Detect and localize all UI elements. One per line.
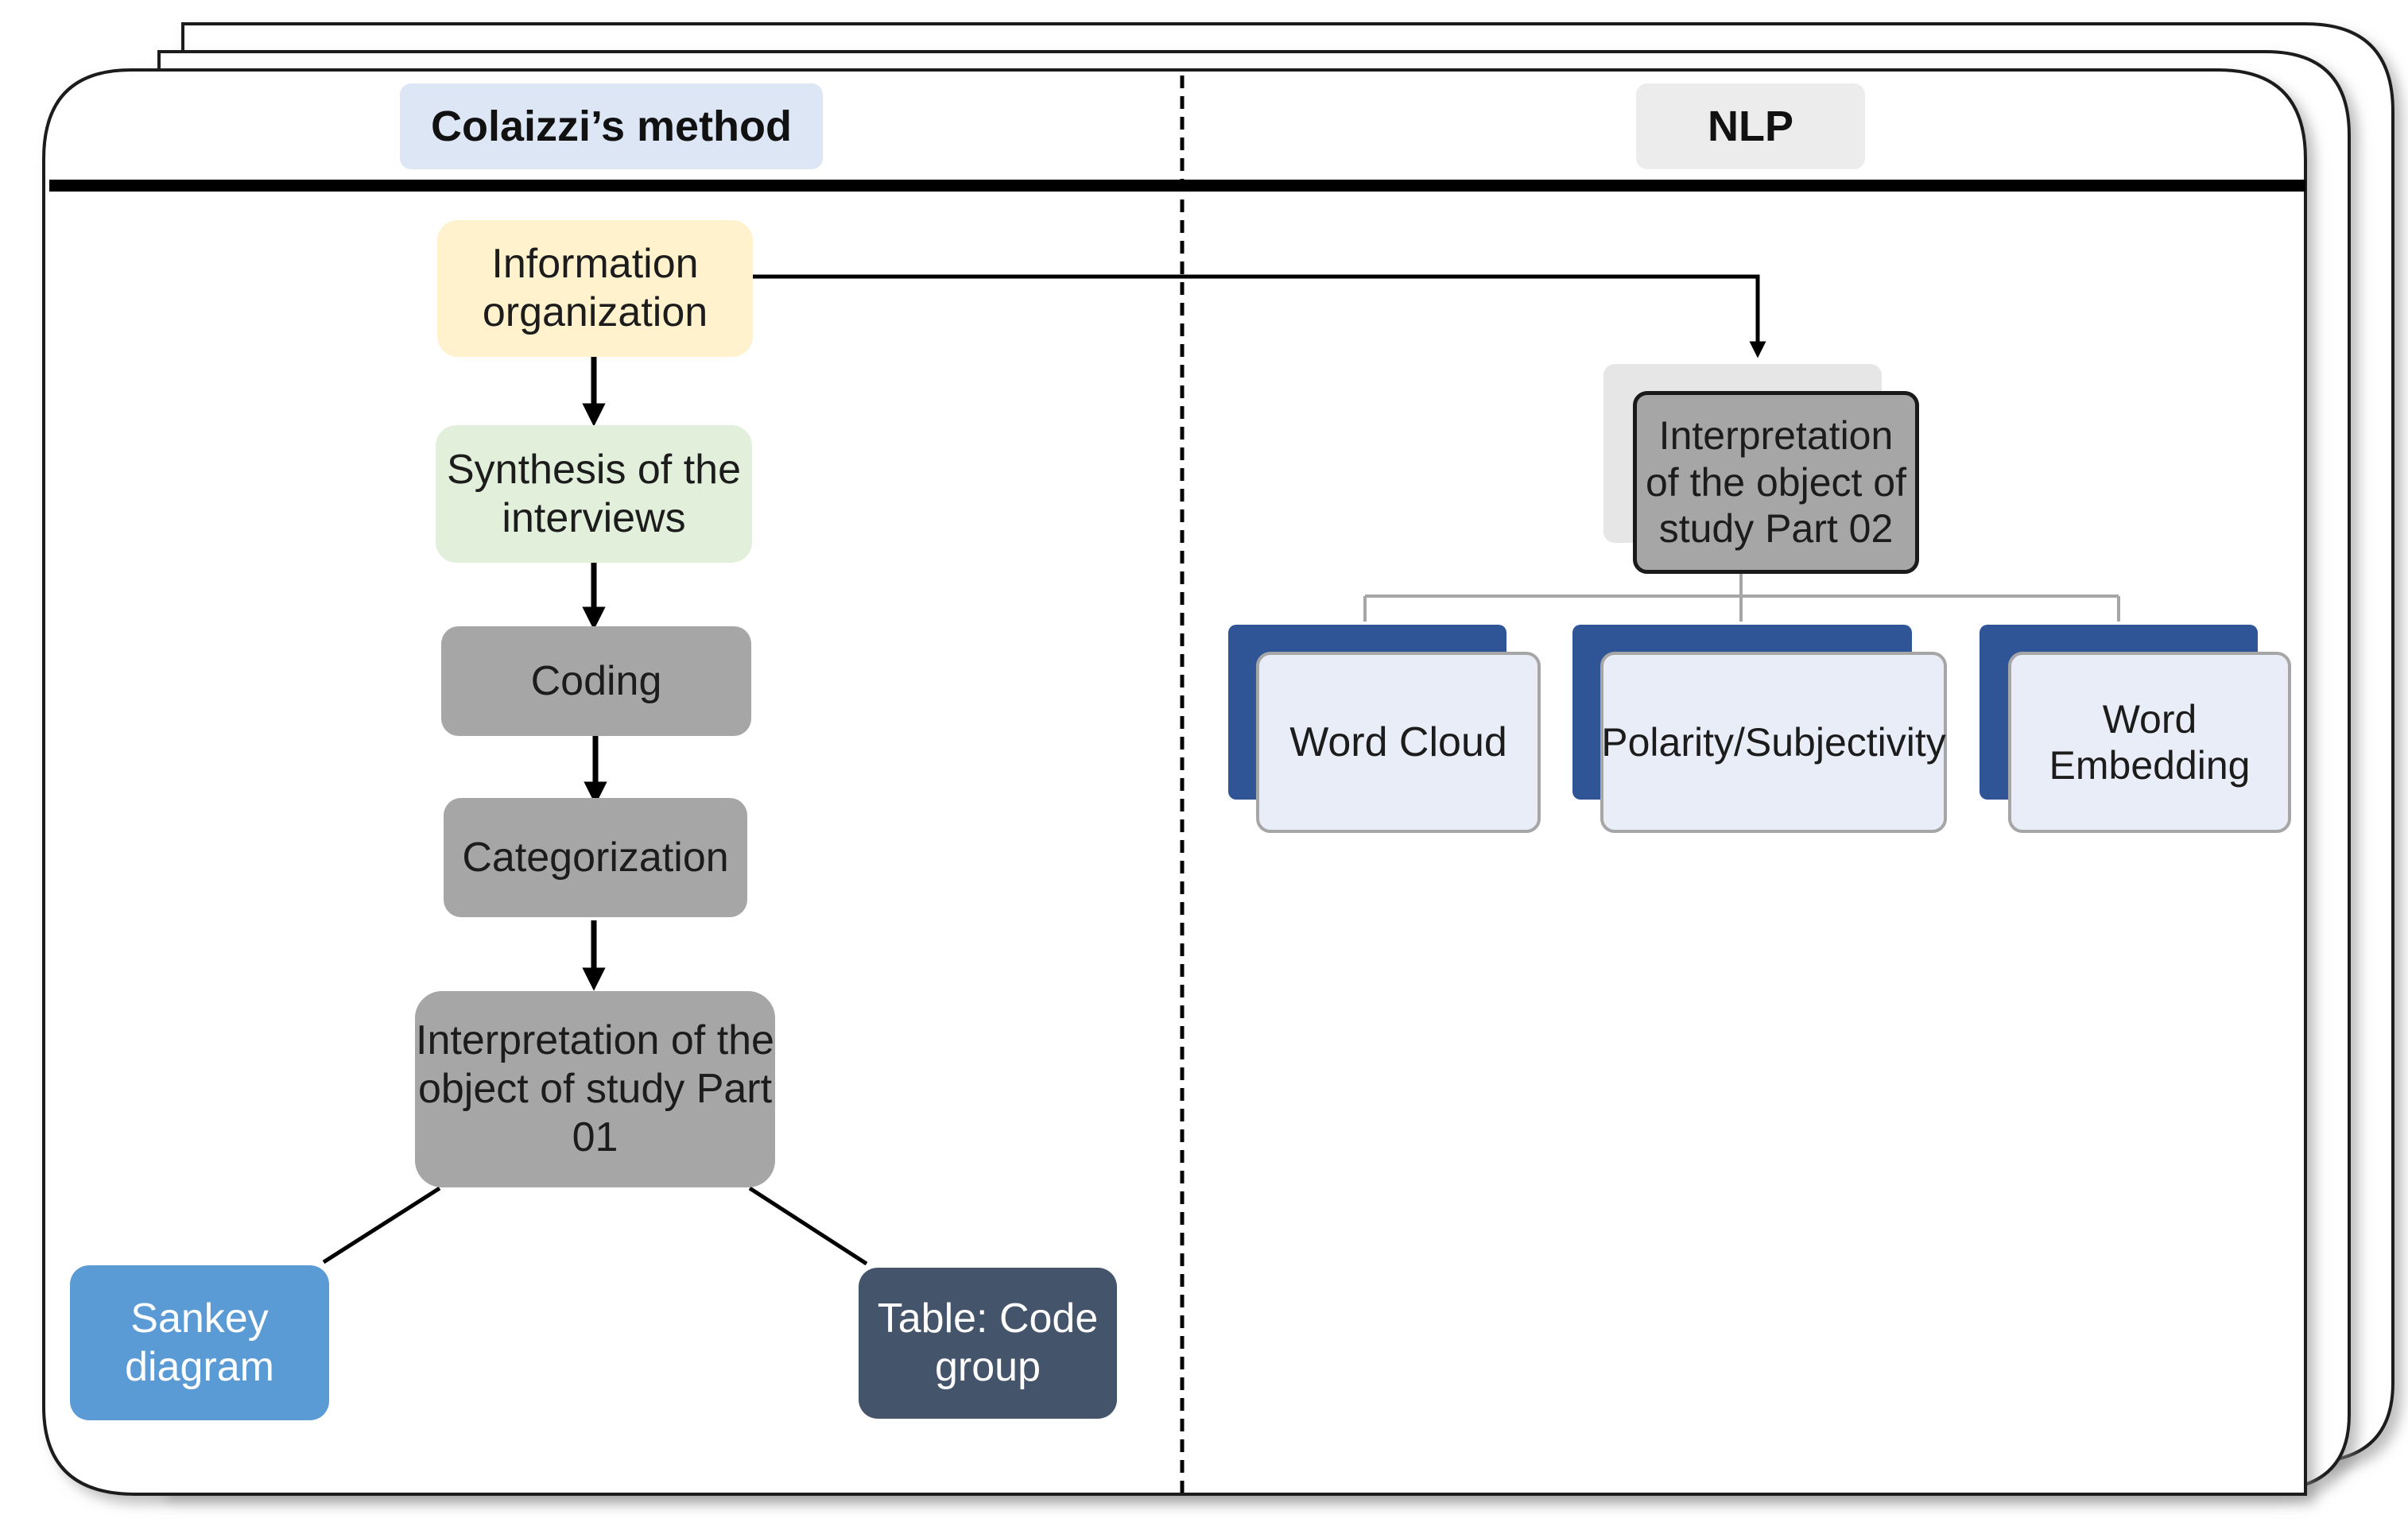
word-embedding-line-1: Word: [2102, 696, 2197, 742]
table-line-2: group: [935, 1344, 1041, 1390]
front-page: [42, 68, 2307, 1496]
header-nlp-label: NLP: [1708, 103, 1793, 150]
box-word-cloud: Word Cloud: [1256, 652, 1541, 833]
box-polarity-subjectivity: Polarity/Subjectivity: [1600, 652, 1947, 833]
info-org-line-2: organization: [482, 289, 708, 335]
interp02-line-2: of the object of: [1645, 459, 1906, 505]
synthesis-line-2: interviews: [502, 494, 686, 541]
box-interpretation-part-01: Interpretation of the object of study Pa…: [415, 991, 775, 1187]
line-to-table: [748, 1186, 868, 1266]
word-cloud-label: Word Cloud: [1289, 718, 1507, 765]
sankey-line-1: Sankey: [130, 1295, 269, 1342]
box-table-code-group: Table: Code group: [859, 1268, 1117, 1419]
header-nlp: NLP: [1636, 83, 1865, 169]
header-rule: [49, 180, 2305, 192]
table-line-1: Table: Code: [877, 1296, 1099, 1342]
interp01-line-2: object of study Part: [417, 1066, 773, 1113]
coding-label: Coding: [530, 657, 662, 704]
arrow-info-to-nlp: [751, 274, 1766, 358]
header-colaizzi-label: Colaizzi’s method: [430, 103, 793, 150]
categorization-label: Categorization: [462, 834, 729, 881]
interp02-line-3: study Part 02: [1658, 506, 1894, 552]
box-word-embedding: Word Embedding: [2008, 652, 2291, 833]
box-sankey-diagram: Sankey diagram: [70, 1265, 329, 1420]
box-synthesis: Synthesis of the interviews: [436, 425, 752, 563]
polarity-label: Polarity/Subjectivity: [1601, 719, 1946, 765]
box-coding: Coding: [441, 626, 751, 736]
sankey-line-2: diagram: [125, 1343, 274, 1390]
box-information-organization: Information organization: [437, 220, 753, 357]
interp01-line-1: Interpretation of the: [416, 1017, 774, 1064]
interp01-line-3: 01: [572, 1114, 618, 1160]
info-org-line-1: Information: [491, 241, 699, 288]
box-interpretation-part-02: Interpretation of the object of study Pa…: [1633, 391, 1919, 574]
synthesis-line-1: Synthesis of the: [447, 446, 741, 493]
header-colaizzi: Colaizzi’s method: [400, 83, 823, 169]
line-to-sankey: [322, 1186, 441, 1265]
box-categorization: Categorization: [444, 798, 747, 917]
word-embedding-line-2: Embedding: [2049, 743, 2251, 788]
interp02-line-1: Interpretation: [1658, 413, 1894, 459]
